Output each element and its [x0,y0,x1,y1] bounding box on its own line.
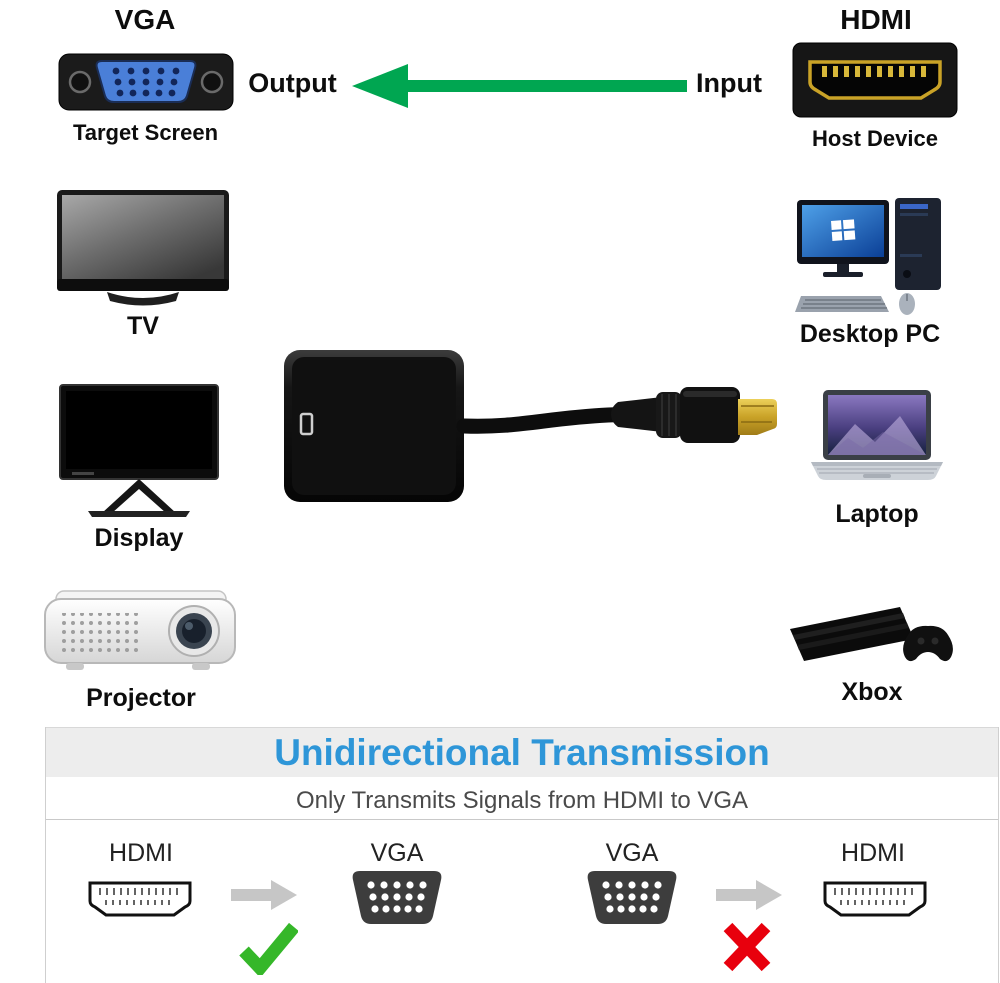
tv-icon [55,188,231,310]
transmission-title-bar: Unidirectional Transmission [46,727,998,777]
tv-label: TV [127,312,159,340]
target-screen-label: Target Screen [72,120,219,145]
check-icon [238,917,298,975]
vga-solid-icon [581,867,683,929]
xbox-label: Xbox [841,678,903,706]
flow1-from-label: HDMI [109,839,173,867]
laptop-label: Laptop [835,500,919,528]
flow2-from-label: VGA [605,839,659,867]
projector-icon [42,583,240,681]
direction-arrow-icon [352,62,687,110]
transmission-panel: Unidirectional Transmission Only Transmi… [45,727,999,983]
input-label: Input [696,68,762,98]
output-label: Output [248,68,337,98]
hdmi-title: HDMI [840,4,912,35]
flow2-to-label: HDMI [841,839,905,867]
transmission-title: Unidirectional Transmission [274,731,770,773]
vga-solid-icon [346,867,448,929]
desktop-pc-label: Desktop PC [799,320,941,348]
flow1-to-label: VGA [370,839,424,867]
adapter-cable-icon [278,342,783,510]
display-icon [58,383,220,518]
vga-connector-icon [58,44,234,118]
desktop-pc-icon [793,196,945,318]
game-console-icon [788,593,956,683]
hdmi-outline-icon [86,876,194,920]
cross-icon [721,922,773,972]
host-device-label: Host Device [812,126,938,151]
hdmi-outline-icon [821,876,929,920]
hdmi-connector-icon [792,42,958,118]
transmission-subtitle: Only Transmits Signals from HDMI to VGA [295,787,749,814]
vga-title: VGA [114,4,176,35]
projector-label: Projector [86,684,196,712]
laptop-icon [803,388,951,490]
flow1-arrow-icon [231,880,297,910]
display-label: Display [94,524,184,552]
flow2-arrow-icon [716,880,782,910]
divider-line [46,819,998,820]
